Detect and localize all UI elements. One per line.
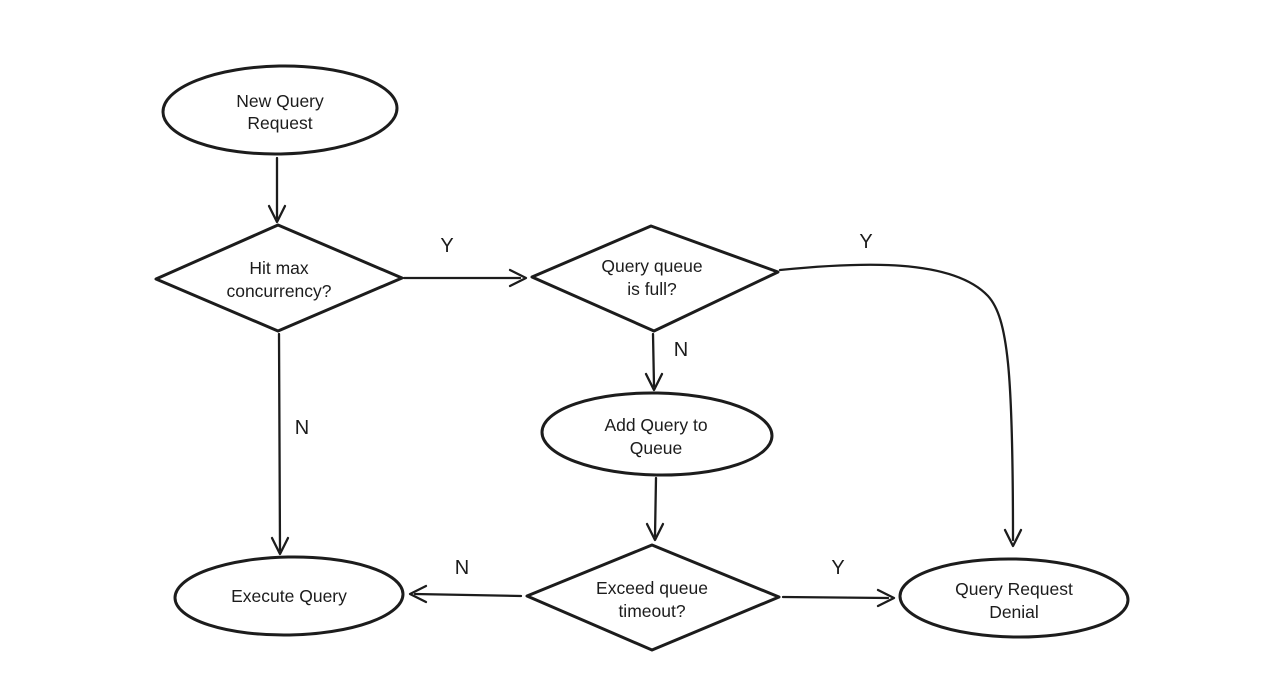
- node-label: Query Request: [955, 579, 1073, 599]
- node-label: Exceed queue: [596, 578, 708, 598]
- decision-shape: [525, 543, 781, 652]
- node-add-query-to-queue: Add Query to Queue: [540, 391, 774, 477]
- edge-line: [781, 595, 890, 600]
- node-label: Query queue: [601, 256, 702, 276]
- edge-queuefull-to-denial: Y: [778, 231, 1023, 548]
- edge-label-n: N: [674, 339, 688, 361]
- flowchart-nodes: New Query Request Hit max concurrency? Q…: [154, 64, 1130, 652]
- arrowhead-down-icon: [1003, 528, 1023, 548]
- node-new-query-request: New Query Request: [161, 64, 399, 156]
- node-label: New Query: [236, 91, 324, 111]
- node-label: Add Query to: [604, 415, 707, 435]
- node-label: Execute Query: [231, 586, 347, 606]
- node-exceed-queue-timeout: Exceed queue timeout?: [525, 543, 781, 652]
- edge-line: [413, 592, 523, 598]
- terminator-shape: [173, 555, 405, 637]
- node-label: Queue: [630, 438, 683, 458]
- edge-timeout-to-execute: N: [408, 557, 523, 604]
- edge-queuefull-to-addqueue: N: [644, 332, 688, 392]
- arrowhead-right-icon: [508, 268, 528, 288]
- decision-shape: [154, 223, 404, 333]
- flowchart-edges: Y N N Y N: [267, 156, 1023, 608]
- edge-line: [778, 263, 1015, 542]
- decision-shape: [530, 224, 780, 333]
- edge-line: [653, 476, 658, 538]
- node-execute-query: Execute Query: [173, 555, 405, 637]
- node-query-queue-full: Query queue is full?: [530, 224, 780, 333]
- edge-line: [651, 332, 656, 388]
- edge-hitmax-to-queuefull: Y: [402, 235, 528, 288]
- edge-label-y: Y: [859, 231, 872, 253]
- edge-label-y: Y: [440, 235, 453, 257]
- node-label: concurrency?: [226, 281, 331, 301]
- edge-hitmax-to-execute: N: [270, 332, 309, 556]
- arrowhead-down-icon: [267, 204, 287, 224]
- edge-label-n: N: [295, 417, 309, 439]
- arrowhead-down-icon: [644, 372, 664, 392]
- edge-line: [277, 332, 282, 552]
- node-hit-max-concurrency: Hit max concurrency?: [154, 223, 404, 333]
- edge-addqueue-to-timeout: [645, 476, 665, 542]
- arrowhead-down-icon: [270, 536, 290, 556]
- arrowhead-right-icon: [876, 588, 896, 608]
- node-label: is full?: [627, 279, 677, 299]
- terminator-shape: [898, 557, 1130, 639]
- terminator-shape: [161, 64, 399, 156]
- process-shape: [540, 391, 774, 477]
- edge-newquery-to-hitmax: [267, 156, 287, 224]
- node-label: Hit max: [249, 258, 309, 278]
- edge-label-y: Y: [831, 557, 844, 579]
- node-label: Request: [247, 113, 312, 133]
- arrowhead-down-icon: [645, 522, 665, 542]
- edge-timeout-to-denial: Y: [781, 557, 896, 608]
- node-query-request-denial: Query Request Denial: [898, 557, 1130, 639]
- edge-label-n: N: [455, 557, 469, 579]
- node-label: timeout?: [618, 601, 685, 621]
- arrowhead-left-icon: [408, 584, 428, 604]
- node-label: Denial: [989, 602, 1039, 622]
